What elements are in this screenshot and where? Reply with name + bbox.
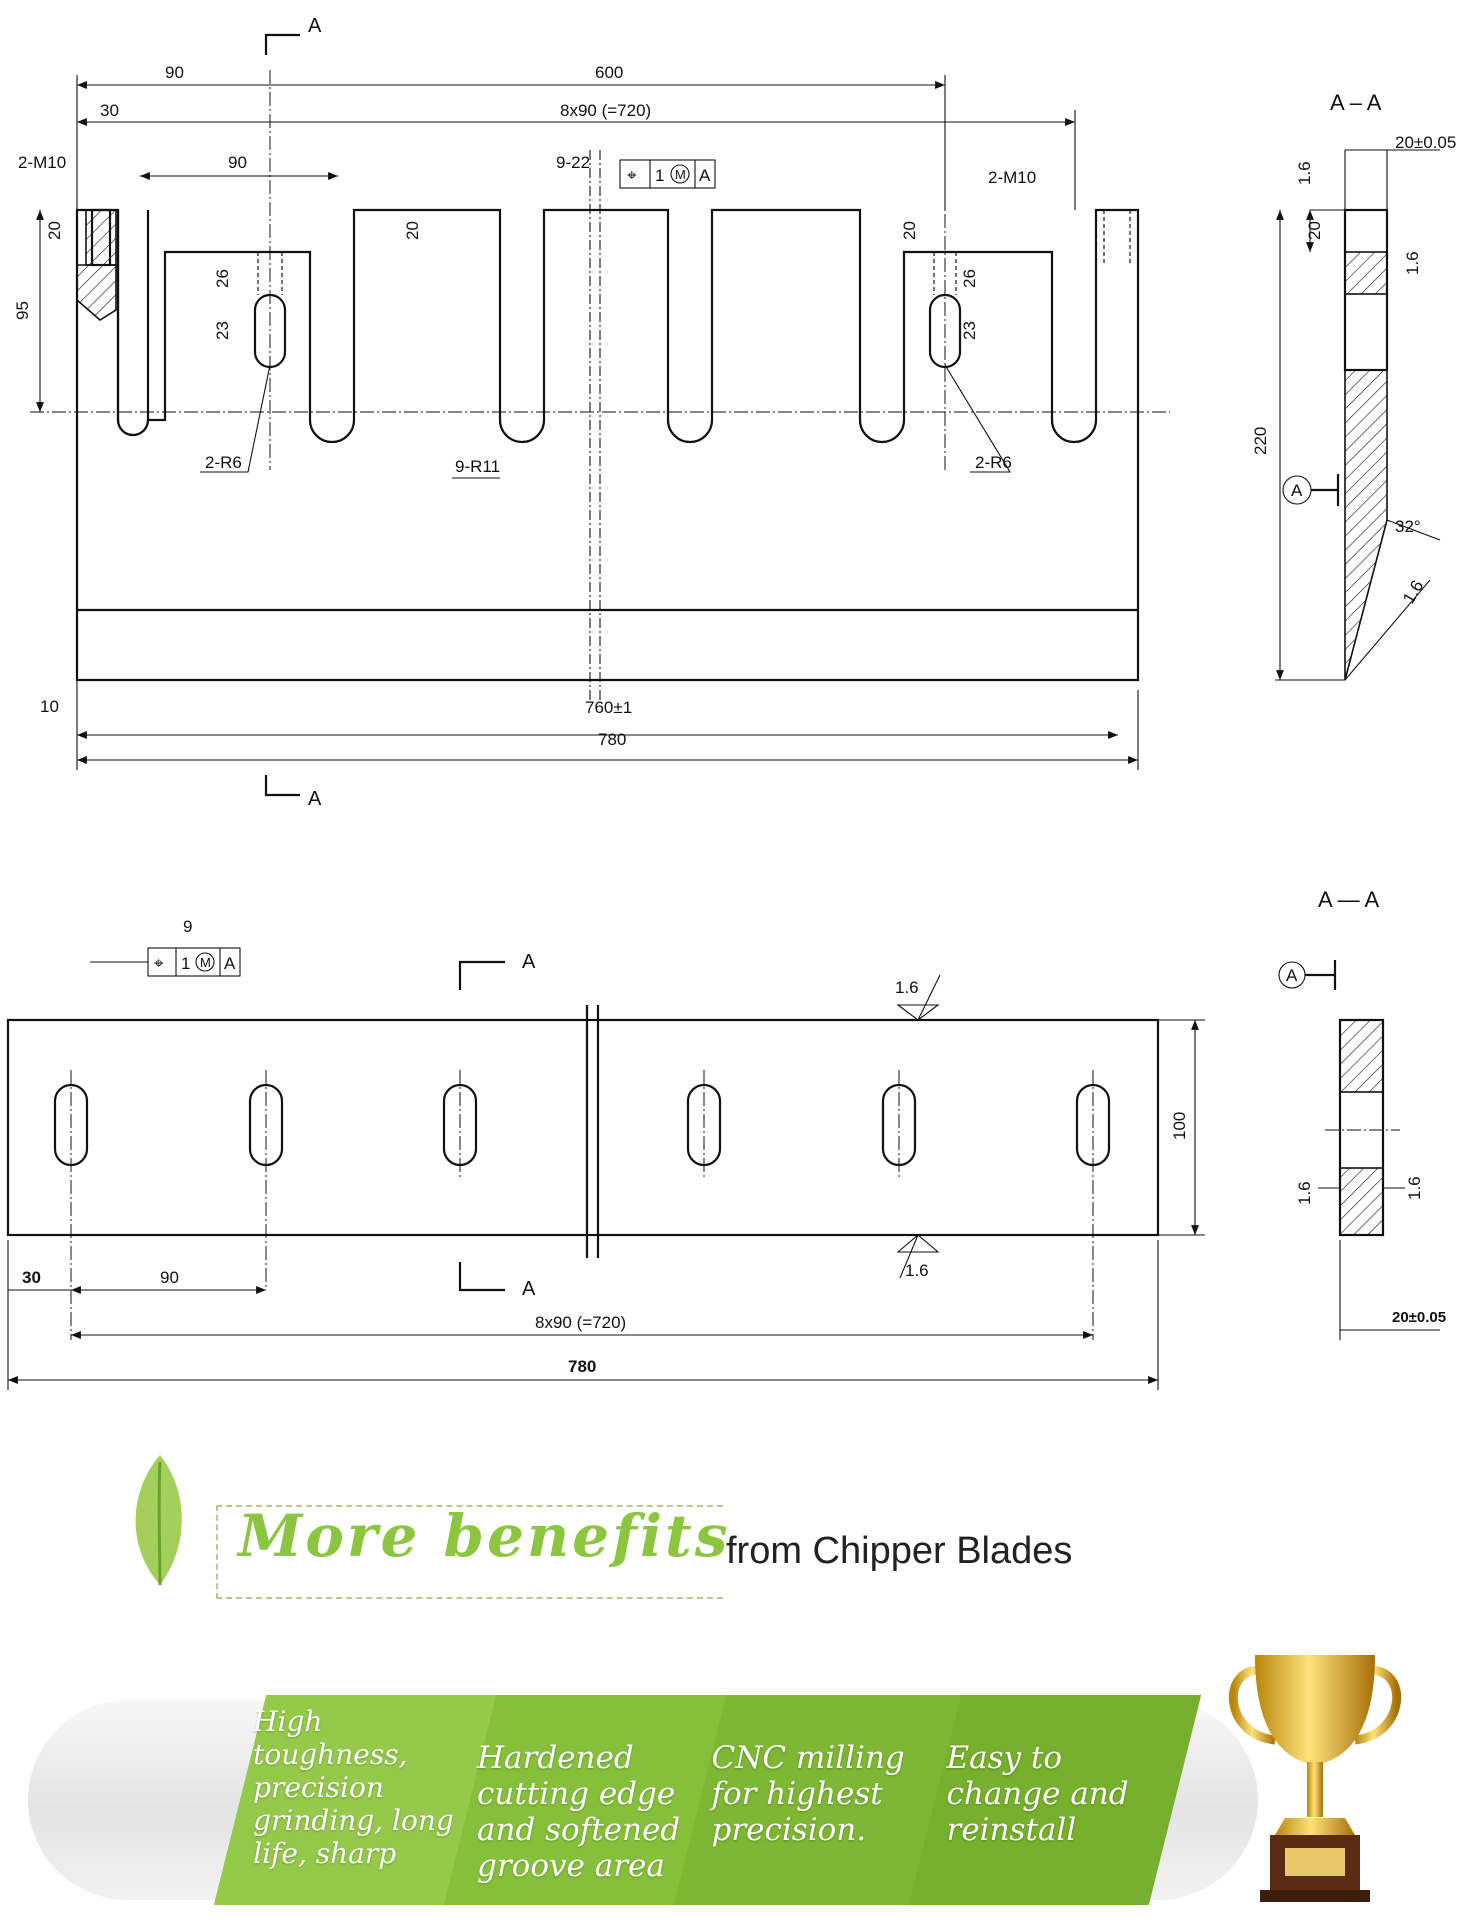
- dim-90-top: 90: [165, 63, 184, 82]
- bottom-d100: 100: [1170, 1112, 1189, 1140]
- section-view-1: A – A 20±0.05 1.6 20 1.6 220 A 32° 1.6: [1251, 90, 1456, 681]
- svg-text:A: A: [224, 954, 236, 973]
- dim-26-b: 26: [960, 269, 979, 288]
- dim-90-inner: 90: [228, 153, 247, 172]
- dim-9-r11: 9-R11: [455, 457, 500, 476]
- dim-2-m10-left: 2-M10: [18, 153, 66, 172]
- svg-text:A: A: [699, 166, 711, 185]
- bottom-slots: [53, 1070, 1111, 1340]
- dim-780: 780: [598, 730, 626, 749]
- bottom-d30: 30: [22, 1268, 41, 1287]
- section-2-thickness: 20±0.05: [1392, 1309, 1446, 1326]
- dim-8x90: 8x90 (=720): [560, 101, 651, 120]
- svg-text:1: 1: [181, 954, 190, 973]
- dim-30: 30: [100, 101, 119, 120]
- dim-20-b: 20: [403, 221, 422, 240]
- section-1-datum: A: [1291, 481, 1303, 500]
- section-2-datum: A: [1286, 966, 1298, 985]
- section-2-rough-left: 1.6: [1295, 1181, 1314, 1205]
- benefits-title-main: More benefits: [238, 1502, 731, 1570]
- section-1-d20: 20: [1305, 221, 1324, 240]
- section-1-d220: 220: [1251, 427, 1270, 455]
- bottom-rough-top: 1.6: [895, 978, 919, 997]
- bottom-d8x90: 8x90 (=720): [535, 1313, 626, 1332]
- benefit-text-2: Hardened cutting edge and softened groov…: [477, 1740, 681, 1884]
- dim-2-r6-right: 2-R6: [975, 453, 1012, 472]
- benefit-text-4: Easy to change and reinstall: [946, 1740, 1129, 1848]
- dim-2-m10-right: 2-M10: [988, 168, 1036, 187]
- bottom-d780: 780: [568, 1357, 596, 1376]
- benefits-title-frame: [216, 1505, 723, 1599]
- section-2-title: A — A: [1318, 887, 1379, 912]
- section-marker-bottom: A: [308, 788, 322, 810]
- section-2-rough-right: 1.6: [1405, 1176, 1424, 1200]
- benefits-title-sub: from Chipper Blades: [726, 1530, 1073, 1572]
- svg-text:M: M: [675, 167, 686, 182]
- bottom-section-marker-bottom: A: [522, 1278, 536, 1300]
- dim-2-r6-left: 2-R6: [205, 453, 242, 472]
- svg-text:⌖: ⌖: [627, 166, 637, 185]
- dim-760: 760±1: [585, 698, 632, 717]
- bottom-rough-bottom: 1.6: [905, 1261, 929, 1280]
- dim-600: 600: [595, 63, 623, 82]
- bottom-section-marker-top: A: [522, 951, 536, 973]
- section-1-rough-top: 1.6: [1295, 161, 1314, 185]
- dim-20-c: 20: [900, 221, 919, 240]
- trophy-icon: [1228, 1655, 1402, 1902]
- dim-26-a: 26: [213, 269, 232, 288]
- tolerance-frame-top: ⌖ 1 M A: [619, 159, 716, 189]
- section-marker-top: A: [308, 15, 322, 37]
- benefit-text-3: CNC milling for highest precision.: [711, 1740, 905, 1848]
- section-1-rough-slot: 1.6: [1403, 251, 1422, 275]
- svg-text:⌖: ⌖: [154, 954, 164, 973]
- dim-23-a: 23: [213, 321, 232, 340]
- bottom-d90: 90: [160, 1268, 179, 1287]
- leaf-icon: [135, 1455, 182, 1586]
- dim-20-a: 20: [45, 221, 64, 240]
- dim-9-22: 9-22: [556, 153, 590, 172]
- technical-drawing: 90 600 30 8x90 (=720) 2-M10 90 9-22 2-M1…: [6, 15, 1456, 1390]
- svg-text:1: 1: [655, 166, 664, 185]
- section-view-2: A — A A 1.6 1.6 20±0.05: [1278, 887, 1446, 1340]
- benefit-text-1: High toughness, precision grinding, long…: [253, 1705, 454, 1870]
- svg-text:M: M: [200, 955, 211, 970]
- tolerance-frame-bottom: ⌖ 1 M A: [147, 947, 241, 977]
- dim-10: 10: [40, 697, 59, 716]
- bottom-view: 100 30 90 8x90 (=720) 780 ⌖ 1 M A 9 A A …: [6, 917, 1205, 1390]
- dim-95: 95: [13, 301, 32, 320]
- section-1-thickness: 20±0.05: [1395, 133, 1456, 152]
- top-view: 90 600 30 8x90 (=720) 2-M10 90 9-22 2-M1…: [13, 15, 1170, 810]
- section-1-angle: 32°: [1395, 517, 1421, 536]
- dim-23-b: 23: [960, 321, 979, 340]
- bottom-holes-count: 9: [183, 917, 192, 936]
- section-1-title: A – A: [1330, 90, 1382, 115]
- section-1-rough-edge: 1.6: [1399, 577, 1427, 607]
